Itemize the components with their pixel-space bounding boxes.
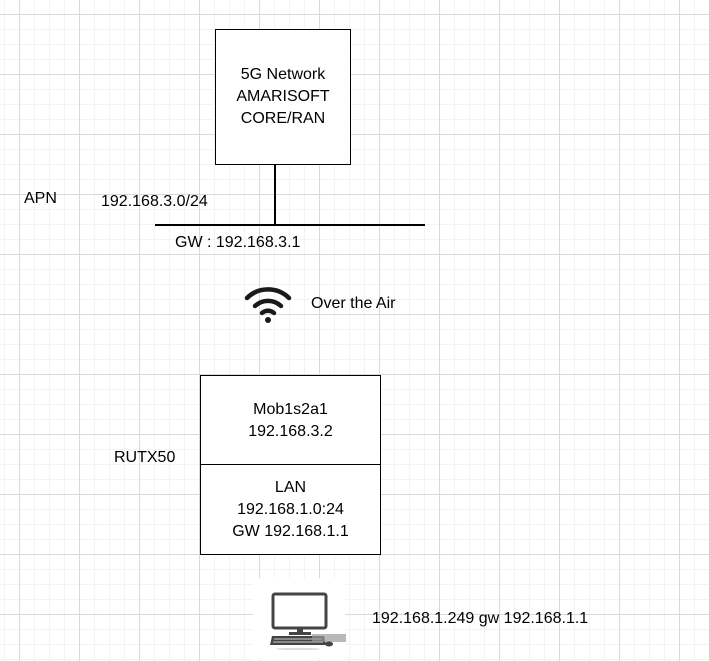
router-wan-label: Mob1s2a1 192.168.3.2	[248, 399, 333, 443]
core-to-bus-connector	[274, 165, 276, 225]
core-label-line-1: 5G Network	[240, 66, 326, 83]
core-network-node[interactable]: 5G Network AMARISOFT CORE/RAN	[215, 29, 351, 165]
apn-label: APN	[24, 190, 57, 207]
over-the-air-label: Over the Air	[311, 295, 396, 312]
core-label-line-3: CORE/RAN	[240, 110, 326, 127]
apn-gateway-label: GW : 192.168.3.1	[175, 234, 301, 251]
client-address-label: 192.168.1.249 gw 192.168.1.1	[372, 610, 589, 627]
apn-subnet-label: 192.168.3.0/24	[101, 193, 208, 210]
wifi-icon	[244, 287, 292, 323]
wan-interface-name: Mob1s2a1	[253, 400, 328, 418]
wan-ip-address: 192.168.3.2	[248, 422, 333, 440]
core-label-line-2: AMARISOFT	[236, 88, 330, 105]
lan-gateway: GW 192.168.1.1	[232, 522, 349, 540]
router-lan-label: LAN 192.168.1.0:24 GW 192.168.1.1	[232, 477, 349, 543]
router-lan-section[interactable]: LAN 192.168.1.0:24 GW 192.168.1.1	[200, 464, 381, 555]
router-wan-section[interactable]: Mob1s2a1 192.168.3.2	[200, 375, 381, 466]
lan-title: LAN	[274, 478, 307, 496]
core-network-label: 5G Network AMARISOFT CORE/RAN	[236, 64, 329, 130]
apn-bus-line	[155, 224, 425, 226]
router-name-label: RUTX50	[114, 449, 176, 466]
desktop-computer-icon[interactable]	[258, 590, 348, 650]
lan-subnet: 192.168.1.0:24	[237, 500, 344, 518]
